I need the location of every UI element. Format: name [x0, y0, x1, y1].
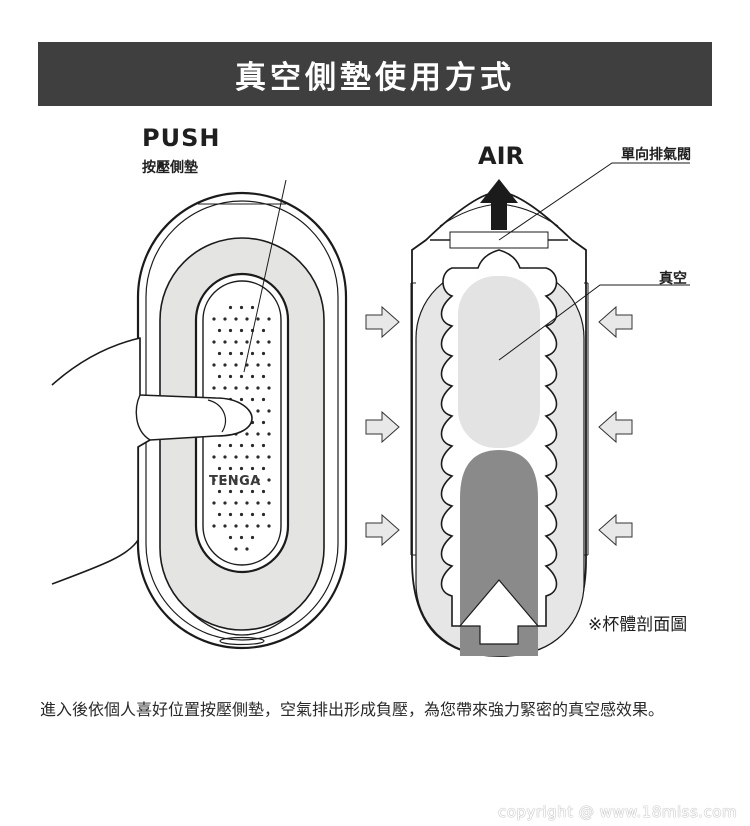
press-arrow-right-1: [598, 305, 633, 339]
usage-caption: 進入後依個人喜好位置按壓側墊，空氣排出形成負壓，為您帶來強力緊密的真空感效果。: [40, 700, 665, 719]
press-arrow-right-3: [598, 513, 633, 547]
press-side-pad-label: 按壓側墊: [142, 160, 198, 176]
pressure-arrows: [365, 305, 633, 547]
press-arrow-right-2: [598, 410, 633, 444]
hand-illustration: [51, 337, 253, 585]
push-leader-line: [243, 179, 287, 373]
inner-sleeve: [440, 249, 558, 656]
cross-section-note: ※杯體剖面圖: [588, 615, 688, 635]
vacuum-leader-line: [498, 284, 690, 361]
air-up-arrow: [480, 179, 518, 230]
tenga-logo: TENGA: [209, 474, 261, 489]
copyright-watermark: copyright @ www.18miss.com: [498, 803, 738, 821]
one-way-valve-label: 單向排氣閥: [621, 147, 691, 163]
press-arrow-left-3: [365, 513, 400, 547]
title-banner: 真空側墊使用方式: [38, 42, 712, 106]
press-arrow-left-1: [365, 305, 400, 339]
valve-leader-line: [498, 162, 690, 241]
vacuum-label: 真空: [659, 271, 687, 287]
page-title: 真空側墊使用方式: [235, 59, 515, 96]
air-label: AIR: [478, 142, 524, 170]
press-arrow-left-2: [365, 410, 400, 444]
push-label: PUSH: [142, 124, 221, 152]
